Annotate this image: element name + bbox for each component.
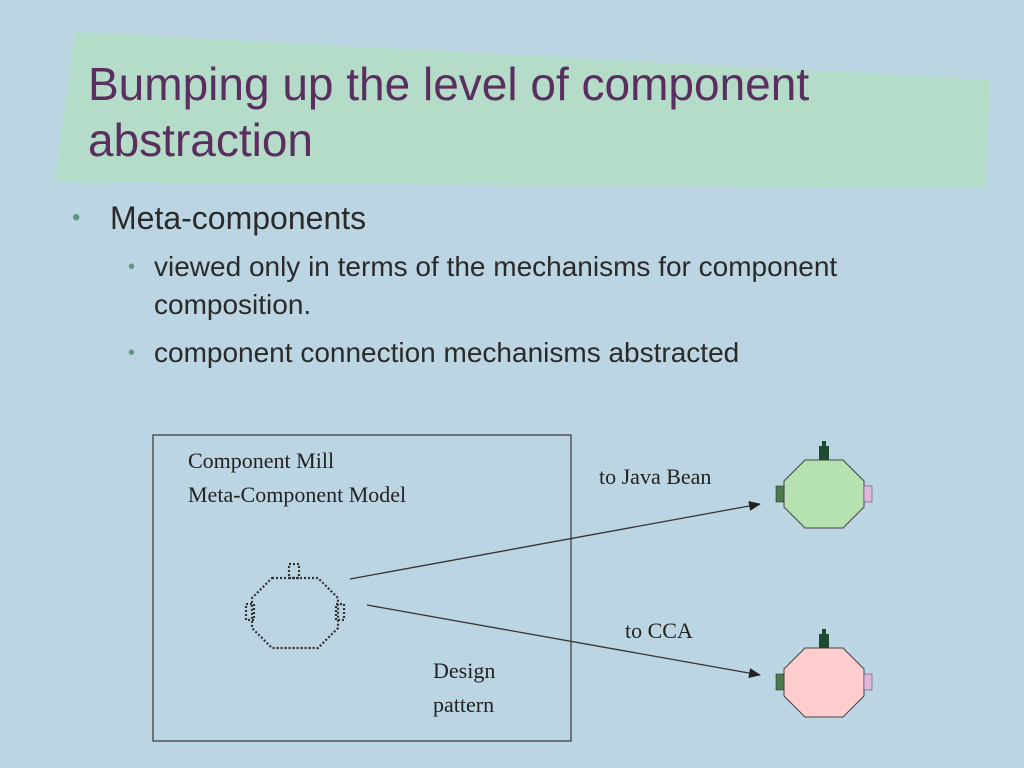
bullet-dot-icon: •	[72, 204, 81, 231]
dotted-octagon-component-icon	[244, 562, 346, 650]
arrow-to-cca	[366, 604, 761, 678]
slide-title: Bumping up the level of component abstra…	[88, 58, 810, 166]
design-label-line1: Design	[433, 658, 495, 683]
sub-bullet-list: • viewed only in terms of the mechanisms…	[72, 248, 972, 372]
bullet-text: Meta-components	[110, 200, 367, 236]
bullet-list: • Meta-components • viewed only in terms…	[72, 196, 972, 382]
design-label-line2: pattern	[433, 692, 494, 717]
mill-title-line2: Meta-Component Model	[188, 482, 406, 507]
java-bean-label: to Java Bean	[599, 464, 711, 489]
mill-title-line1: Component Mill	[188, 448, 334, 473]
bullet-dot-icon: •	[128, 342, 136, 364]
bullet-dot-icon: •	[128, 256, 136, 278]
title-band	[55, 32, 990, 188]
cca-label: to CCA	[625, 618, 693, 643]
sub-bullet-item: • component connection mechanisms abstra…	[72, 334, 972, 372]
component-mill-box	[152, 434, 572, 742]
sub-bullet-text: viewed only in terms of the mechanisms f…	[154, 251, 838, 320]
green-octagon-component-icon	[775, 441, 873, 529]
pink-octagon-component-icon	[775, 629, 873, 718]
arrow-to-java-bean	[349, 501, 761, 580]
sub-bullet-text: component connection mechanisms abstract…	[154, 337, 740, 368]
sub-bullet-item: • viewed only in terms of the mechanisms…	[72, 248, 972, 324]
bullet-meta-components: • Meta-components	[72, 196, 972, 240]
